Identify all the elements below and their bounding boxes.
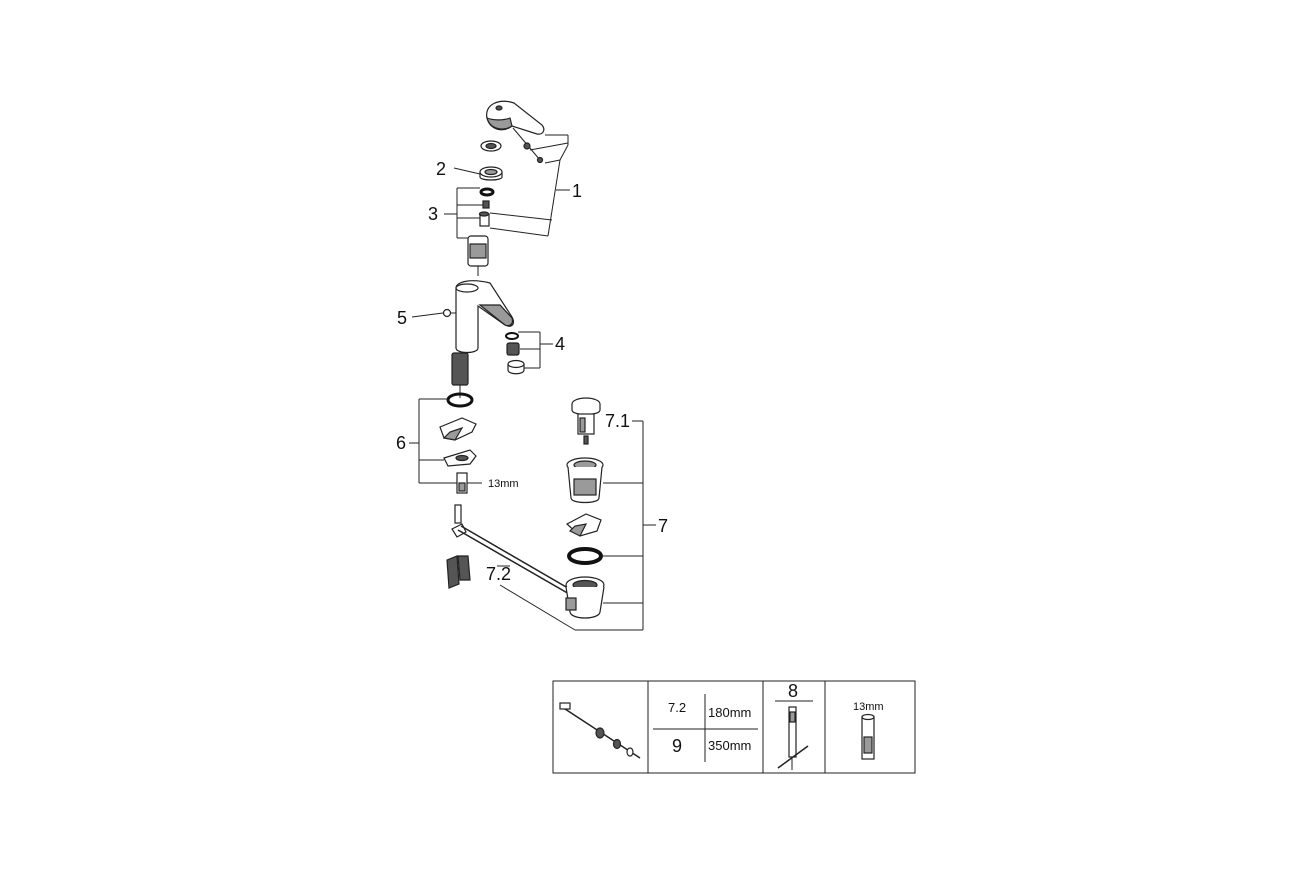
wrench-illustration: [777, 706, 809, 770]
callout-1-label: 1: [572, 181, 582, 201]
cap-ring: [479, 140, 503, 181]
table-row2-code: 9: [672, 736, 682, 756]
callout-3-label: 3: [428, 204, 438, 224]
callout-4-bracket: [518, 331, 553, 369]
spare-parts-table: [552, 680, 916, 774]
callout-7-label: 7: [658, 516, 668, 536]
aerator: [505, 332, 525, 375]
callout-3-bracket: [444, 187, 483, 239]
table-row1-code: 7.2: [668, 700, 686, 715]
callout-2-label: 2: [436, 159, 446, 179]
faucet-body: [442, 280, 515, 386]
lever-handle: [486, 100, 545, 164]
callout-7-1-label: 7.1: [605, 411, 630, 431]
callout-7-2-label: 7.2: [486, 564, 511, 584]
drain-assembly: [565, 457, 605, 619]
callout-7-bracket: [603, 420, 656, 630]
cartridge-parts: [467, 187, 495, 276]
socket-illustration: [861, 713, 875, 760]
table-row1-length: 180mm: [708, 705, 751, 720]
callout-7-2-bracket: [497, 565, 643, 631]
callout-6-label: 6: [396, 433, 406, 453]
callout-6-tool-label: 13mm: [488, 478, 519, 490]
callout-5-label: 5: [397, 308, 407, 328]
callout-6-bracket: [409, 398, 457, 484]
table-socket-size: 13mm: [853, 701, 884, 713]
callout-4-label: 4: [555, 334, 565, 354]
table-wrench-code: 8: [788, 681, 798, 701]
supply-hoses: [446, 504, 471, 589]
popup-plug: [571, 397, 601, 445]
table-row2-length: 350mm: [708, 738, 751, 753]
callout-1-bracket: [489, 134, 570, 237]
mounting-set: [439, 385, 482, 494]
table-rod-illustration: [559, 702, 641, 759]
